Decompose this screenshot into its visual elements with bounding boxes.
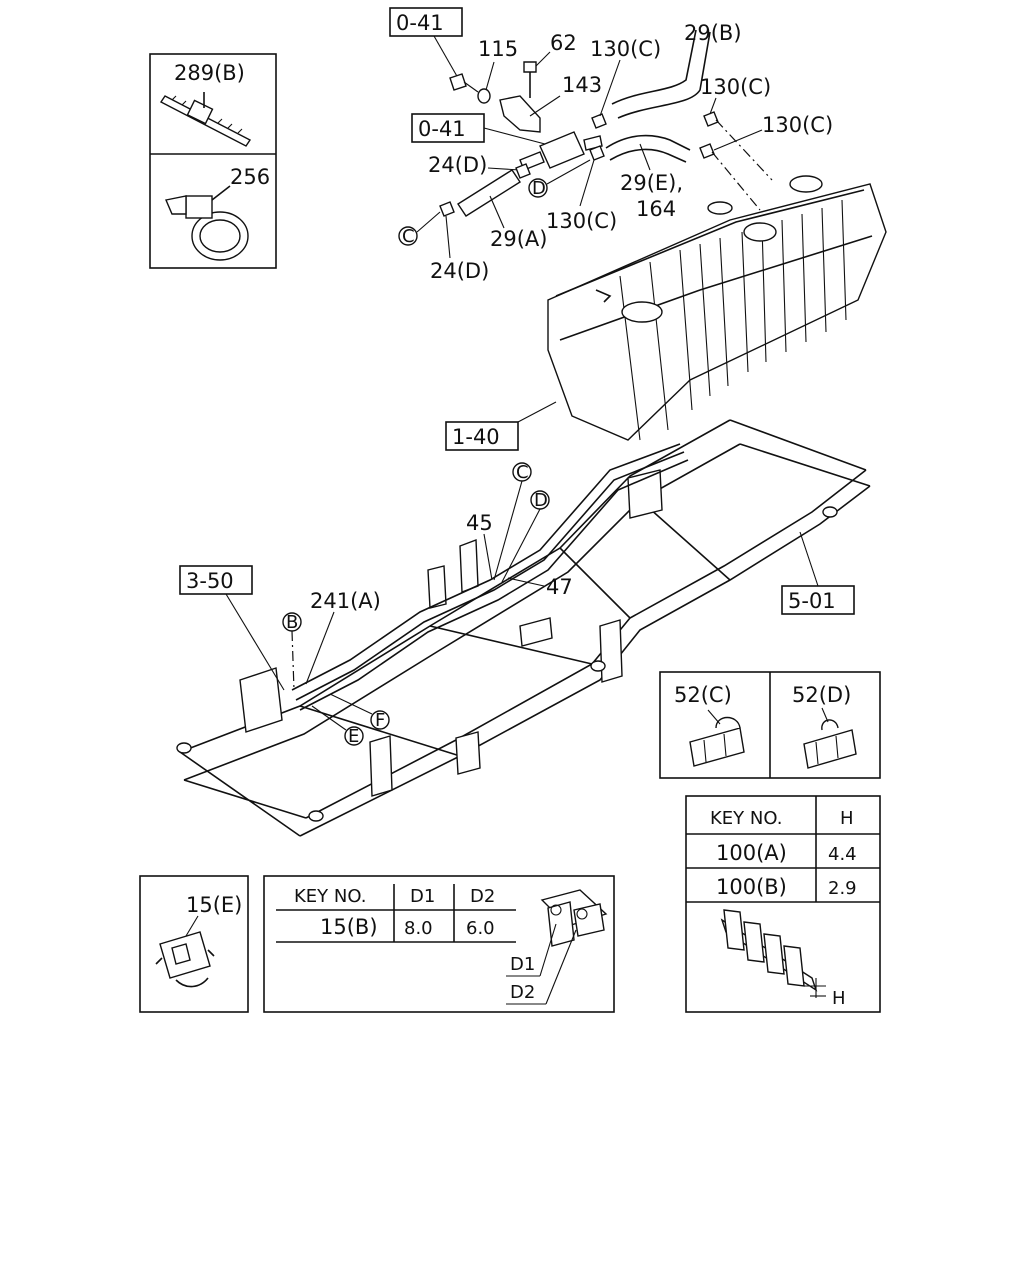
table-h-row-value: 2.9 (828, 878, 857, 899)
double-clip-drawing (540, 889, 608, 947)
inset-clips-52: 52(C) 52(D) (659, 671, 881, 779)
table-h-row-value: 4.4 (828, 844, 857, 865)
label-29e: 29(E), (620, 171, 683, 195)
circle-c-frame: C (516, 462, 529, 483)
label-164: 164 (636, 197, 676, 221)
table-h-header-h: H (840, 808, 854, 829)
label-52d: 52(D) (792, 683, 851, 707)
label-241a: 241(A) (310, 589, 381, 613)
table-h: KEY NO. H 100(A) 4.4 100(B) 2.9 H (685, 795, 881, 1013)
label-52c: 52(C) (674, 683, 732, 707)
label-24d-bot: 24(D) (430, 259, 489, 283)
fuel-filter-assembly: 0-41 0-41 115 62 143 29(B) 29(E), 164 (389, 7, 833, 283)
clip-52c-drawing (689, 709, 745, 767)
label-289b: 289(B) (174, 61, 245, 85)
ref-5-01: 5-01 (788, 589, 836, 613)
table-h-header-key: KEY NO. (710, 808, 783, 829)
table-d-header-key: KEY NO. (294, 886, 367, 907)
circle-c-top: C (402, 226, 415, 247)
chassis-frame (176, 419, 871, 837)
label-29b: 29(B) (684, 21, 742, 45)
table-d-dim1-label: D1 (510, 954, 535, 975)
circle-e: E (348, 726, 359, 747)
label-256: 256 (230, 165, 270, 189)
label-45: 45 (466, 511, 493, 535)
label-115: 115 (478, 37, 518, 61)
label-143: 143 (562, 73, 602, 97)
ref-0-41-top: 0-41 (396, 11, 444, 35)
label-47: 47 (546, 575, 573, 599)
clip-52d-drawing (803, 707, 857, 769)
circle-d-frame: D (534, 490, 548, 511)
table-d-dim2-label: D2 (510, 982, 535, 1003)
table-h-row-key: 100(A) (716, 841, 787, 865)
label-29a: 29(A) (490, 227, 547, 251)
label-62: 62 (550, 31, 577, 55)
ref-0-41-mid: 0-41 (418, 117, 466, 141)
strap-289b-drawing (159, 92, 252, 147)
label-130c-d: 130(C) (546, 209, 617, 233)
table-d-row-d1: 8.0 (404, 918, 433, 939)
inset-clips-top-left: 289(B) 256 (149, 53, 277, 269)
fuel-tank (547, 175, 887, 441)
ref-1-40: 1-40 (452, 425, 500, 449)
label-24d-top: 24(D) (428, 153, 487, 177)
circle-f: F (375, 710, 385, 731)
table-d-row-d2: 6.0 (466, 918, 495, 939)
table-d: KEY NO. D1 D2 15(B) 8.0 6.0 D1 D2 (263, 875, 615, 1013)
ref-3-50: 3-50 (186, 569, 234, 593)
table-d-row-key: 15(B) (320, 915, 378, 939)
label-130c-a: 130(C) (590, 37, 661, 61)
circle-d-top: D (532, 178, 546, 199)
label-15e: 15(E) (186, 893, 242, 917)
circle-b: B (286, 612, 298, 633)
label-130c-c: 130(C) (762, 113, 833, 137)
comb-clip-drawing (720, 909, 826, 998)
table-h-dim-label: H (832, 988, 846, 1009)
label-130c-b: 130(C) (700, 75, 771, 99)
table-d-header-d1: D1 (410, 886, 435, 907)
table-d-header-d2: D2 (470, 886, 495, 907)
band-clamp-256-drawing (165, 185, 249, 261)
inset-clip-15e: 15(E) (139, 875, 249, 1013)
table-h-row-key: 100(B) (716, 875, 787, 899)
